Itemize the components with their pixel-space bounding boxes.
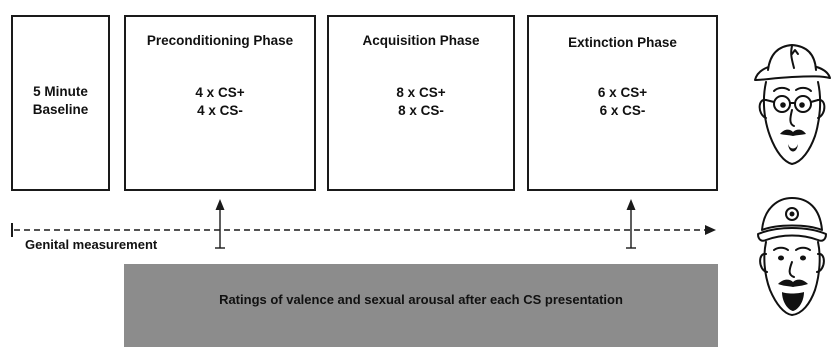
genital-measurement-label: Genital measurement <box>25 237 158 252</box>
acquisition-phase-box: Acquisition Phase 8 x CS+ 8 x CS- <box>327 15 515 191</box>
preconditioning-cs-minus: 4 x CS- <box>197 103 243 118</box>
face-with-hat-and-glasses-icon <box>754 44 831 165</box>
acquisition-cs-plus: 8 x CS+ <box>396 85 446 100</box>
rating-marker-arrow-extinction <box>626 199 636 249</box>
extinction-cs-minus: 6 x CS- <box>599 103 646 118</box>
timeline-arrowhead <box>705 225 716 235</box>
preconditioning-phase-title: Preconditioning Phase <box>146 33 294 48</box>
baseline-line-2: Baseline <box>32 102 89 117</box>
baseline-box: 5 Minute Baseline <box>11 15 110 191</box>
extinction-phase-box: Extinction Phase 6 x CS+ 6 x CS- <box>527 15 718 191</box>
ratings-text: Ratings of valence and sexual arousal af… <box>219 292 623 307</box>
preconditioning-phase-box: Preconditioning Phase 4 x CS+ 4 x CS- <box>124 15 316 191</box>
ratings-bar: Ratings of valence and sexual arousal af… <box>124 264 718 347</box>
face-with-cap-and-beard-icon <box>757 197 827 316</box>
rating-marker-arrow-preconditioning <box>215 199 225 249</box>
extinction-phase-title: Extinction Phase <box>568 35 677 50</box>
acquisition-phase-title: Acquisition Phase <box>362 33 480 48</box>
preconditioning-cs-plus: 4 x CS+ <box>195 85 245 100</box>
acquisition-cs-minus: 8 x CS- <box>398 103 444 118</box>
baseline-line-1: 5 Minute <box>33 84 88 99</box>
extinction-cs-plus: 6 x CS+ <box>597 85 648 100</box>
